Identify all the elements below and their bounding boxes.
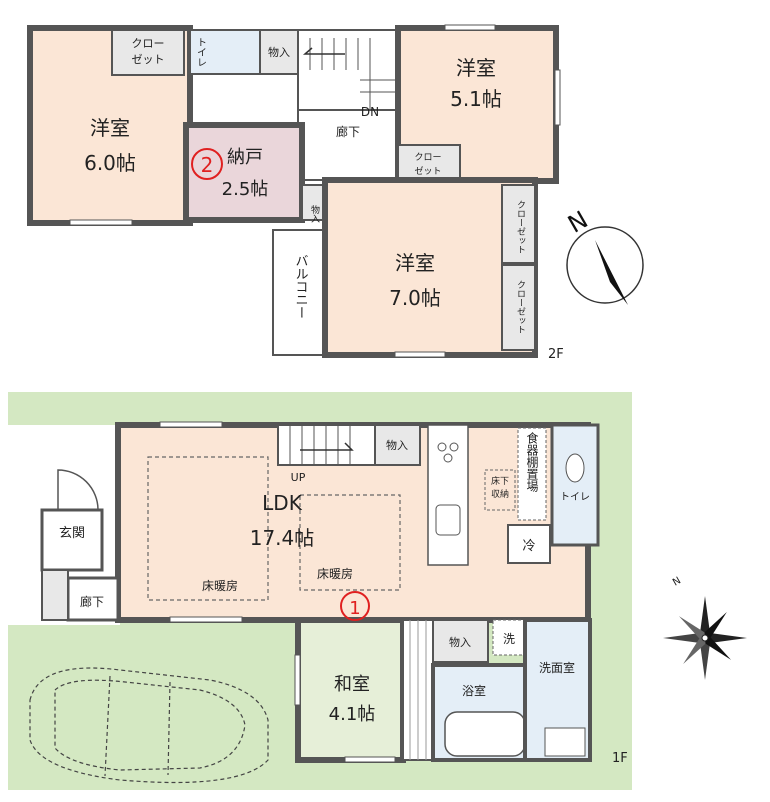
closet-label: クロー: [132, 37, 165, 50]
stairs-dn-label: DN: [361, 105, 379, 119]
bathtub-icon: [444, 711, 526, 757]
window: [394, 351, 446, 358]
washer-space: [492, 619, 526, 656]
room-size: 17.4帖: [250, 526, 315, 550]
closet-label: クロー: [414, 152, 441, 163]
stairs-up-label: UP: [291, 471, 306, 484]
closet-label: ゼット: [414, 165, 441, 177]
pantry-label: 食器棚置場: [525, 431, 539, 493]
hallway-label: 廊下: [80, 594, 104, 609]
closet-label: クローゼット: [515, 280, 526, 334]
storage-1f-b: [432, 619, 489, 663]
washer-label: 洗: [503, 632, 515, 646]
marker-circle: [191, 148, 223, 180]
floor-2: 洋室 6.0帖 洋室 5.1帖 洋室 7.0帖 納戸 2.5帖 クロー ゼット …: [22, 18, 644, 363]
fridge-space: [507, 524, 551, 564]
hallway-2f: [297, 109, 399, 181]
entrance: [40, 508, 104, 572]
bathroom-label: 浴室: [462, 683, 486, 698]
room-name: LDK: [262, 491, 303, 515]
under-floor-label: 収納: [491, 488, 509, 500]
window: [69, 219, 133, 226]
under-floor-label: 床下: [491, 475, 509, 487]
fridge-label: 冷: [522, 539, 535, 554]
floor-label: 1F: [612, 751, 628, 766]
under-floor-storage: [484, 469, 516, 511]
balcony: [272, 229, 326, 356]
entrance-label: 玄関: [59, 526, 85, 541]
balcony-label: バルコニー: [293, 254, 309, 319]
stairs-2f: [297, 29, 399, 111]
floor-heating-label: 床暖房: [317, 566, 353, 581]
sink-icon: [435, 504, 461, 536]
room-name: 和室: [334, 674, 370, 695]
window: [444, 24, 496, 31]
closet-b: [397, 144, 461, 182]
marker-circle: [340, 591, 370, 621]
washroom-label: 洗面室: [539, 660, 575, 675]
washbasin-icon: [544, 727, 586, 757]
compass-north-icon: N: [563, 206, 644, 305]
storage-1f-a: [374, 424, 421, 466]
floor-heating-area: [299, 494, 401, 591]
toilet-label: トイレ: [195, 37, 207, 67]
marker-number: 1: [349, 598, 360, 619]
toilet-1f: [550, 423, 600, 547]
storage-2f-a: [259, 29, 299, 75]
storage-label: 物入: [309, 204, 320, 223]
shoe-storage: [41, 569, 69, 621]
stove-icon: [437, 442, 459, 463]
svg-text:N: N: [671, 575, 683, 588]
room-size: 2.5帖: [222, 179, 269, 200]
room-name: 洋室: [456, 56, 496, 80]
pantry: [517, 427, 547, 521]
storeroom: [183, 122, 305, 223]
entrance-door: [57, 469, 99, 511]
marker-number: 2: [201, 153, 214, 177]
storage-label: 物入: [449, 635, 471, 649]
room-size: 6.0帖: [84, 151, 136, 175]
closet-label: ゼット: [132, 53, 165, 66]
room-name: 洋室: [90, 116, 130, 140]
window: [554, 69, 561, 126]
car-outline-icon: [29, 667, 269, 784]
toilet-label: トイレ: [560, 492, 590, 503]
room-name: 洋室: [395, 251, 435, 275]
storage-label: 物入: [386, 438, 408, 452]
toilet-2f: [189, 29, 261, 75]
floor-label: 2F: [548, 347, 564, 362]
closet-label: クローゼット: [515, 200, 526, 254]
closet-c: [501, 184, 536, 264]
room-size: 7.0帖: [389, 286, 441, 310]
hallway-label: 廊下: [336, 124, 360, 139]
floor-heating-area: [147, 456, 269, 601]
floor-1: LDK 17.4帖 和室 4.1帖 玄関 廊下 物入 UP 食器棚置場 床下 収…: [8, 392, 747, 790]
compass-rose-icon: N: [663, 575, 747, 680]
parking-area: [8, 630, 300, 790]
floor-heating-label: 床暖房: [202, 578, 238, 593]
closet-a: [111, 29, 185, 76]
room-size: 5.1帖: [450, 87, 502, 111]
window: [159, 421, 223, 428]
storage-label: 物入: [268, 45, 290, 59]
stairs-1f: [277, 424, 376, 466]
window: [344, 756, 396, 763]
closet-d: [501, 264, 536, 351]
kitchen-counter: [427, 424, 469, 566]
toilet-icon: [565, 453, 585, 483]
room-name: 納戸: [227, 147, 263, 168]
window: [169, 616, 243, 623]
room-size: 4.1帖: [329, 704, 376, 725]
window: [294, 654, 301, 706]
